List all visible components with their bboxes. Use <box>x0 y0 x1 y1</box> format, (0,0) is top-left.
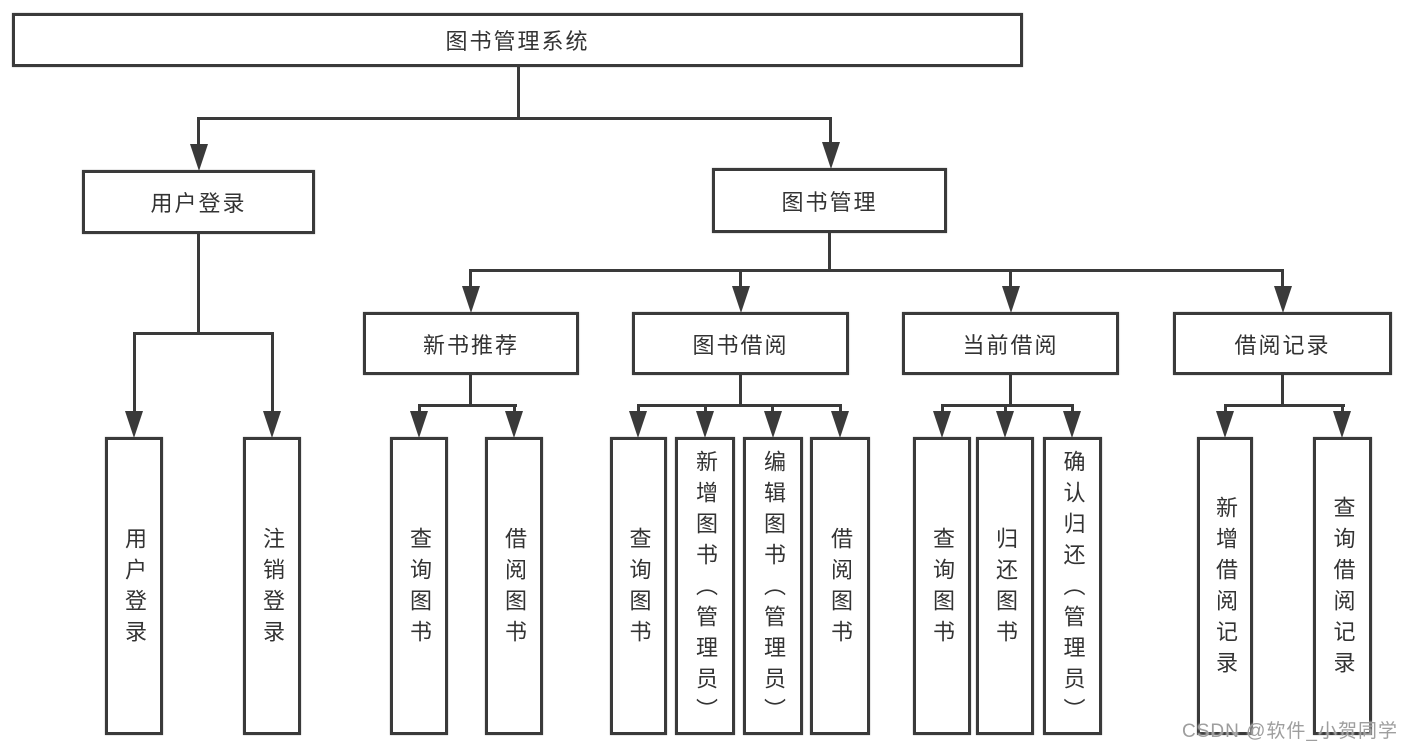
connector-line <box>469 375 472 407</box>
leaf-nbr-query-books: 查询图书 <box>390 437 448 735</box>
arrowhead-down-icon <box>996 411 1014 438</box>
connector-line <box>517 66 520 120</box>
connector-line <box>469 269 472 289</box>
leaf-cb-query-books: 查询图书 <box>913 437 971 735</box>
leaf-br-query-record: 查询借阅记录 <box>1313 437 1372 735</box>
connector-line <box>637 404 640 414</box>
node-user-login: 用户登录 <box>82 170 315 234</box>
arrowhead-down-icon <box>831 411 849 438</box>
leaf-bb-edit-book-admin: 编辑图书（管理员） <box>743 437 803 735</box>
connector-line <box>133 332 136 412</box>
connector-line <box>418 404 421 414</box>
connector-line <box>418 404 517 407</box>
node-root: 图书管理系统 <box>12 13 1023 67</box>
connector-line <box>1071 404 1074 414</box>
connector-line <box>1224 404 1227 414</box>
connector-line <box>1341 404 1344 414</box>
connector-line <box>469 269 1284 272</box>
leaf-br-add-record: 新增借阅记录 <box>1197 437 1253 735</box>
arrowhead-down-icon <box>1002 286 1020 313</box>
connector-line <box>829 117 832 143</box>
leaf-bb-add-book-admin: 新增图书（管理员） <box>675 437 735 735</box>
connector-line <box>1281 269 1284 289</box>
connector-line <box>704 404 707 414</box>
arrowhead-down-icon <box>125 411 143 438</box>
connector-line <box>941 404 944 414</box>
arrowhead-down-icon <box>822 142 840 169</box>
connector-line <box>1004 404 1007 414</box>
connector-line <box>739 375 742 407</box>
connector-line <box>271 332 274 412</box>
connector-line <box>1009 269 1012 289</box>
leaf-bb-borrow-book: 借阅图书 <box>810 437 870 735</box>
connector-line <box>197 117 200 145</box>
node-book-management: 图书管理 <box>712 168 947 233</box>
connector-line <box>1224 404 1345 407</box>
arrowhead-down-icon <box>696 411 714 438</box>
leaf-bb-query-books: 查询图书 <box>610 437 667 735</box>
connector-line <box>839 404 842 414</box>
leaf-cb-return-book: 归还图书 <box>976 437 1034 735</box>
arrowhead-down-icon <box>933 411 951 438</box>
arrowhead-down-icon <box>263 411 281 438</box>
connector-line <box>513 404 516 414</box>
node-borrowing-records: 借阅记录 <box>1173 312 1392 375</box>
node-book-borrowing: 图书借阅 <box>632 312 849 375</box>
connector-line <box>197 234 200 335</box>
arrowhead-down-icon <box>764 411 782 438</box>
connector-line <box>133 332 274 335</box>
arrowhead-down-icon <box>410 411 428 438</box>
connector-line <box>197 117 832 120</box>
leaf-logout: 注销登录 <box>243 437 301 735</box>
connector-line <box>637 404 842 407</box>
connector-line <box>1009 375 1012 407</box>
csdn-watermark: CSDN @软件_小贺同学 <box>1182 721 1398 742</box>
connector-line <box>941 404 1074 407</box>
arrowhead-down-icon <box>505 411 523 438</box>
node-new-book-recommend: 新书推荐 <box>363 312 579 375</box>
connector-line <box>771 404 774 414</box>
arrowhead-down-icon <box>1333 411 1351 438</box>
leaf-user-login: 用户登录 <box>105 437 163 735</box>
connector-line <box>828 233 831 272</box>
arrowhead-down-icon <box>629 411 647 438</box>
arrowhead-down-icon <box>1063 411 1081 438</box>
leaf-nbr-borrow-book: 借阅图书 <box>485 437 543 735</box>
node-current-borrowing: 当前借阅 <box>902 312 1119 375</box>
arrowhead-down-icon <box>1216 411 1234 438</box>
arrowhead-down-icon <box>190 144 208 171</box>
arrowhead-down-icon <box>1274 286 1292 313</box>
connector-line <box>1281 375 1284 407</box>
arrowhead-down-icon <box>462 286 480 313</box>
arrowhead-down-icon <box>732 286 750 313</box>
leaf-cb-confirm-return-admin: 确认归还（管理员） <box>1043 437 1102 735</box>
connector-line <box>739 269 742 289</box>
